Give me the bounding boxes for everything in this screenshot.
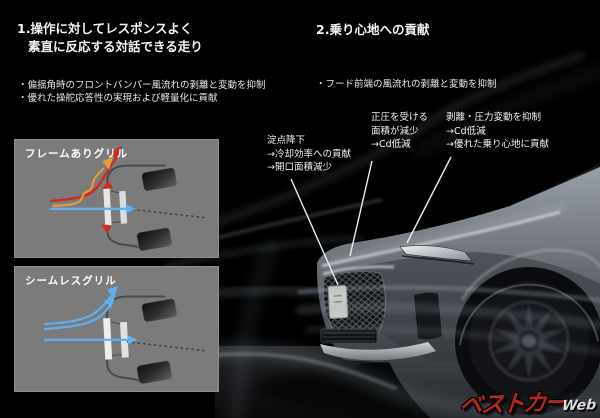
red-arrowhead [110, 145, 122, 160]
tire-rear [136, 360, 173, 385]
annotation-line: →開口面積減少 [267, 162, 332, 173]
diagram-label: シームレスグリル [25, 275, 117, 287]
leader-lines [290, 156, 452, 286]
separation-marker-top [102, 180, 114, 190]
annotation-line: 正圧を受ける [371, 112, 429, 123]
annotation-line: →冷却効率への貢献 [267, 148, 351, 160]
grille-opening-bar [103, 188, 112, 226]
blue-arrowhead [125, 204, 136, 214]
annotation-line: →Cd低減 [371, 139, 411, 150]
logo-main-text: ベストカー [458, 390, 567, 418]
separation-marker-bottom [101, 224, 113, 234]
annotation-positive-pressure: 正圧を受ける 面積が減少 →Cd低減 [371, 111, 428, 152]
flow-arrows [49, 145, 136, 214]
blue-arrowhead [107, 285, 118, 299]
diagram-label: フレームありグリル [25, 148, 129, 160]
flow-arrows [44, 285, 138, 345]
bullet-item: ・フード前端の風流れの剥離と変動を抑制 [316, 79, 497, 90]
bumper-lip [320, 342, 436, 361]
airflow-streaks-front [202, 284, 600, 418]
headlight [399, 245, 473, 262]
bestcar-web-logo: ベストカーWeb [459, 382, 599, 418]
logo-sub-text: Web [561, 397, 598, 415]
left-heading-line2: 素直に反応する対話できる走り [28, 39, 203, 54]
frame-grille-schematic [49, 145, 205, 252]
radiator-bar [119, 190, 128, 224]
left-section-heading: 1.操作に対してレスポンスよく 素直に反応する対話できる走り [17, 20, 203, 56]
right-heading-text: 2.乗り心地への貢献 [316, 22, 430, 37]
seamless-grille-schematic [44, 285, 205, 385]
left-heading-line1: 1.操作に対してレスポンスよく [17, 21, 193, 36]
leader-line-stagnation [290, 178, 339, 286]
annotation-stagnation: 淀点降下 →冷却効率への貢献 →開口面積減少 [267, 134, 351, 175]
smooth-flow-arrow-2 [44, 302, 113, 331]
separated-flow-arrow [49, 155, 119, 203]
right-bullet-list: ・フード前端の風流れの剥離と変動を抑制 [316, 78, 497, 91]
annotation-line: 淀点降下 [267, 135, 306, 146]
annotation-line: →Cd低減 [446, 125, 486, 137]
annotation-line: 剥離・圧力変動を抑制 [446, 112, 542, 123]
hood-sheen [329, 202, 566, 266]
annotation-line: →優れた乗り心地に貢献 [446, 139, 549, 150]
diagram-frame-grille: フレームありグリル [14, 139, 219, 258]
diagram-seamless-grille: シームレスグリル [14, 266, 219, 392]
leader-line-separation [406, 156, 452, 244]
bullet-item: ・優れた操舵応答性の実現および軽量化に貢献 [18, 93, 218, 104]
car-top-view [101, 164, 205, 252]
centerline [126, 208, 205, 219]
right-section-heading: 2.乗り心地への貢献 [316, 21, 429, 39]
annotation-separation: 剥離・圧力変動を抑制 →Cd低減 →優れた乗り心地に貢献 [446, 111, 549, 152]
headlight-lower-edge [401, 255, 475, 265]
tire-front [141, 167, 178, 192]
hood-leading-edge [322, 265, 395, 275]
orange-arrowhead [102, 156, 114, 170]
blue-arrowhead [104, 296, 116, 309]
blue-arrowhead [127, 335, 138, 345]
left-bullet-list: ・偏揺角時のフロントバンパー風流れの剥離と変動を抑制 ・優れた操舵応答性の実現お… [18, 79, 265, 105]
arch-trim-highlight [459, 283, 599, 346]
turbulent-flow-arrow [52, 167, 105, 207]
tire-rear [136, 227, 173, 252]
lower-grille-slats [323, 332, 375, 342]
annotation-line: 面積が減少 [371, 125, 419, 137]
leader-line-positive-pressure [349, 160, 373, 257]
tire-front [141, 298, 178, 323]
fender-highlight [461, 248, 600, 301]
centerline [126, 341, 205, 352]
bullet-item: ・偏揺角時のフロントバンパー風流れの剥離と変動を抑制 [18, 80, 266, 91]
